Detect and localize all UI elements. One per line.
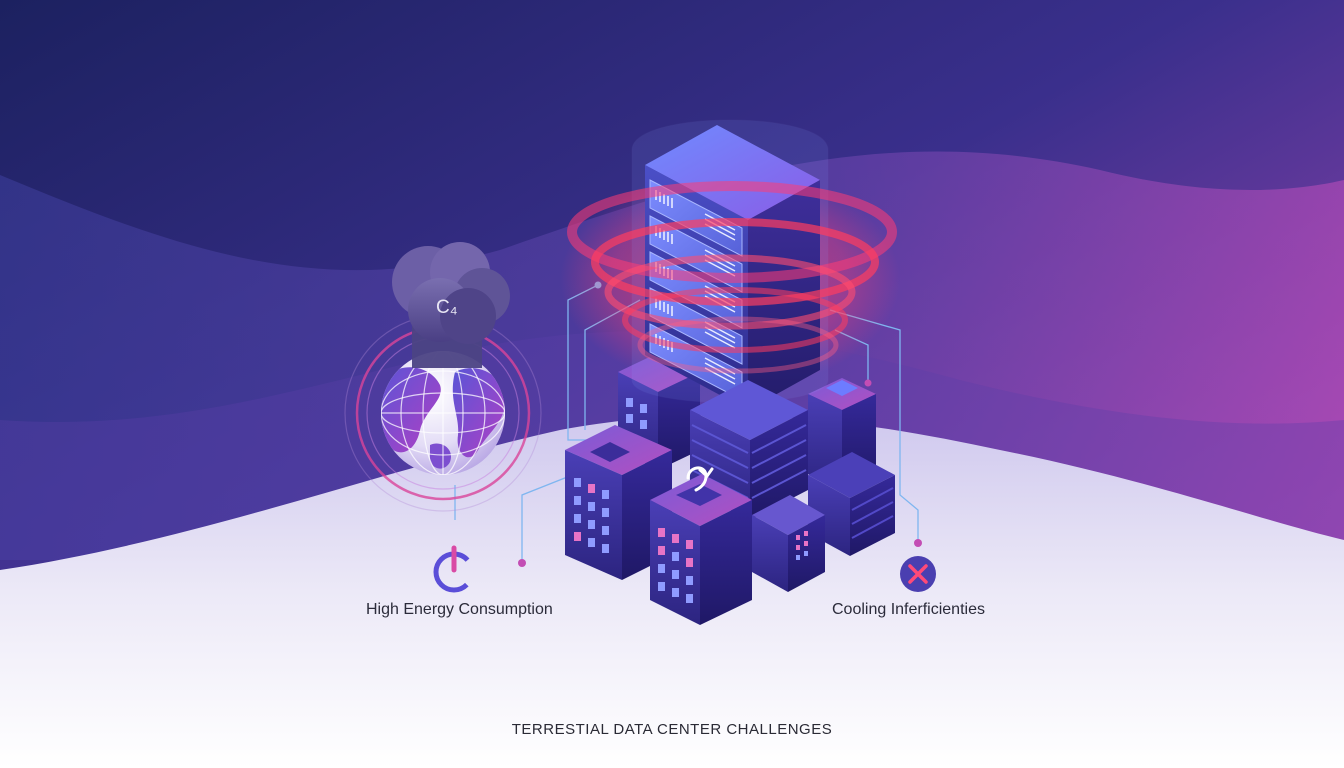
building-front-center [650,474,752,625]
connector-dot [864,379,872,387]
close-x-icon [900,556,936,592]
page-caption: TERRESTIAL DATA CENTER CHALLENGES [511,721,833,738]
building-right [808,452,895,556]
emission-cloud [392,242,510,368]
co2-label: C₄ [436,297,458,318]
callout-high-energy-consumption: High Energy Consumption [366,601,553,618]
heat-swirls [567,181,897,374]
connector-dot [914,539,922,547]
refresh-arrow-icon [686,466,714,492]
power-icon [433,545,475,593]
earth-globe [344,314,542,512]
callout-cooling-inefficiencies: Cooling Inferficienties [832,601,985,618]
connector-dot [518,559,526,567]
building-front-right [752,495,825,592]
